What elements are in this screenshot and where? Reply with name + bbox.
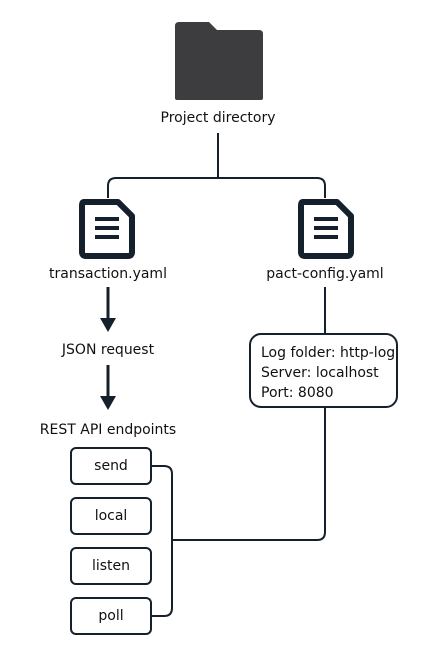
json-request-label: JSON request	[61, 342, 155, 358]
project-directory-label: Project directory	[160, 110, 276, 126]
endpoint-listen: listen	[70, 547, 152, 585]
endpoint-send: send	[70, 447, 152, 485]
pact-config-yaml-label: pact-config.yaml	[266, 266, 384, 282]
config-server: Server: localhost	[261, 365, 379, 381]
pact-config-document-icon	[298, 199, 354, 259]
transaction-yaml-label: transaction.yaml	[49, 266, 167, 282]
rest-api-endpoints-label: REST API endpoints	[39, 422, 177, 438]
endpoint-poll: poll	[70, 597, 152, 635]
endpoint-local: local	[70, 497, 152, 535]
config-box: Log folder: http-log Server: localhost P…	[249, 333, 398, 408]
config-port: Port: 8080	[261, 385, 334, 401]
transaction-document-icon	[79, 199, 135, 259]
folder-icon	[175, 22, 263, 100]
fork-connector	[107, 177, 326, 198]
config-to-endpoints	[172, 408, 326, 541]
config-log-folder: Log folder: http-log	[261, 345, 396, 361]
endpoints-bracket	[152, 465, 173, 617]
